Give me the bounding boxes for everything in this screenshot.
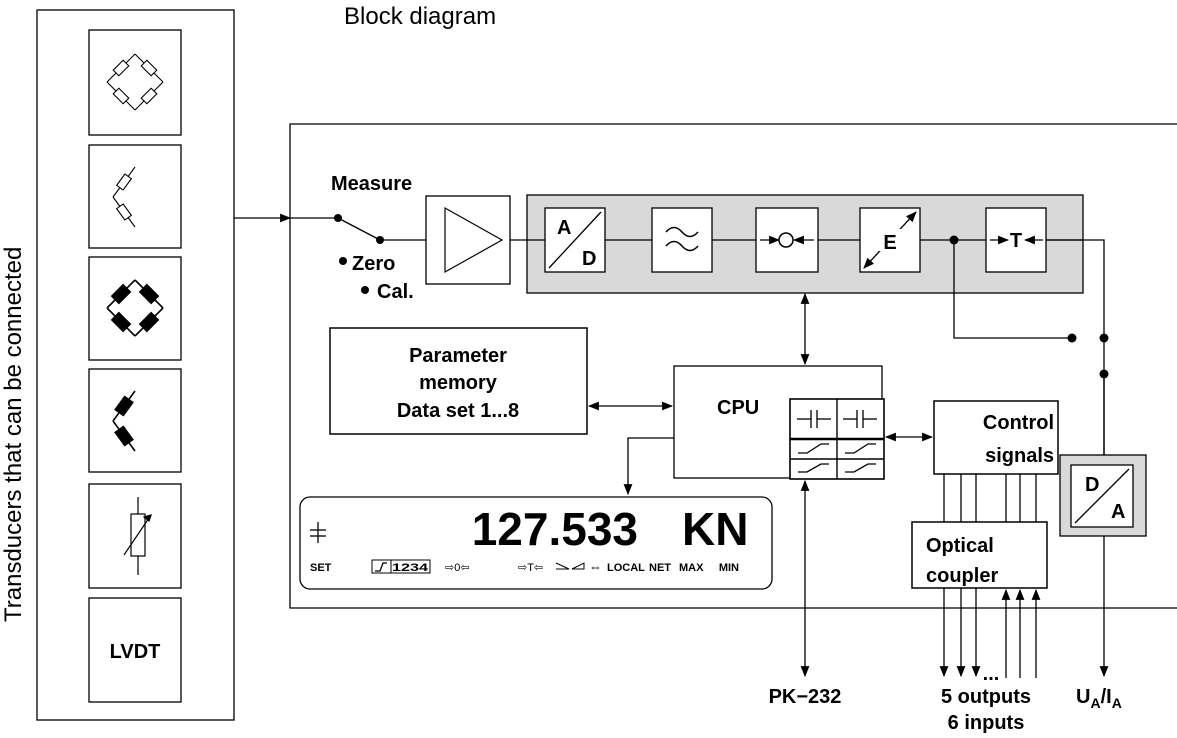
ad-converter: A D — [544, 207, 606, 273]
svg-text:D: D — [1085, 474, 1099, 496]
cal-label: Cal. — [377, 281, 414, 303]
lvdt-box — [88, 597, 182, 703]
tare-block: T — [985, 207, 1047, 273]
half-bridge-icon — [88, 144, 182, 249]
io-dots: ... — [983, 663, 1000, 685]
zero-offset-block — [755, 207, 819, 273]
optical-coupler-line1: Optical — [926, 535, 994, 557]
cpu-label: CPU — [717, 397, 759, 419]
analog-output-label: UA/IA — [1076, 686, 1122, 711]
io-label-inputs: 6 inputs — [948, 712, 1025, 734]
svg-text:E: E — [883, 232, 896, 254]
da-converter: D A — [1059, 454, 1147, 537]
transducers-panel — [36, 9, 235, 721]
parameter-memory-line1: Parameter — [409, 345, 507, 367]
control-signals-line2: signals — [985, 445, 1054, 467]
trend-icons — [555, 562, 585, 570]
parameter-memory-line3: Data set 1...8 — [397, 400, 519, 422]
scaling-block: E — [859, 207, 921, 273]
display-min: MIN — [719, 562, 739, 574]
svg-text:A: A — [557, 217, 571, 239]
display-unit: KN — [682, 503, 748, 555]
control-signals-box — [933, 400, 1059, 475]
display-set: SET — [310, 562, 332, 574]
zero-label: Zero — [352, 253, 395, 275]
amplifier-icon — [425, 195, 511, 285]
filter-icon — [651, 207, 713, 273]
display-value: 127.533 — [472, 503, 638, 555]
setpoint-steps: 1234 — [392, 562, 429, 574]
optical-coupler-line2: coupler — [926, 565, 998, 587]
diagram-title: Block diagram — [344, 3, 496, 30]
display-panel — [299, 496, 773, 590]
display-max: MAX — [679, 562, 704, 574]
stability-icon — [310, 522, 326, 543]
half-bridge-bold-icon — [88, 368, 182, 473]
potentiometer-icon — [88, 483, 182, 589]
zero-indicator: ⇨0⇦ — [445, 562, 470, 574]
parameter-memory-line2: memory — [419, 372, 498, 394]
svg-text:D: D — [582, 248, 596, 270]
interface-icon: ⇔ — [589, 559, 602, 574]
svg-text:T: T — [1010, 230, 1022, 252]
control-signals-line1: Control — [983, 412, 1054, 434]
parameter-memory-box — [329, 327, 588, 435]
display-local: LOCAL — [607, 562, 645, 574]
full-bridge-bold-icon — [88, 256, 182, 361]
transducers-side-label: Transducers that can be connected — [0, 247, 27, 622]
pk232-label: PK−232 — [769, 686, 842, 708]
setpoint-indicator — [371, 559, 431, 574]
instrument-housing — [289, 123, 1177, 609]
io-label-outputs: 5 outputs — [941, 686, 1031, 708]
tare-indicator: ⇨T⇦ — [518, 562, 543, 574]
cpu-io-grid — [789, 398, 885, 480]
lvdt-label: LVDT — [110, 641, 161, 663]
display-net: NET — [649, 562, 671, 574]
optical-coupler-box — [911, 521, 1048, 589]
full-bridge-icon — [88, 29, 182, 136]
measure-label: Measure — [331, 173, 412, 195]
svg-text:A: A — [1111, 501, 1125, 523]
